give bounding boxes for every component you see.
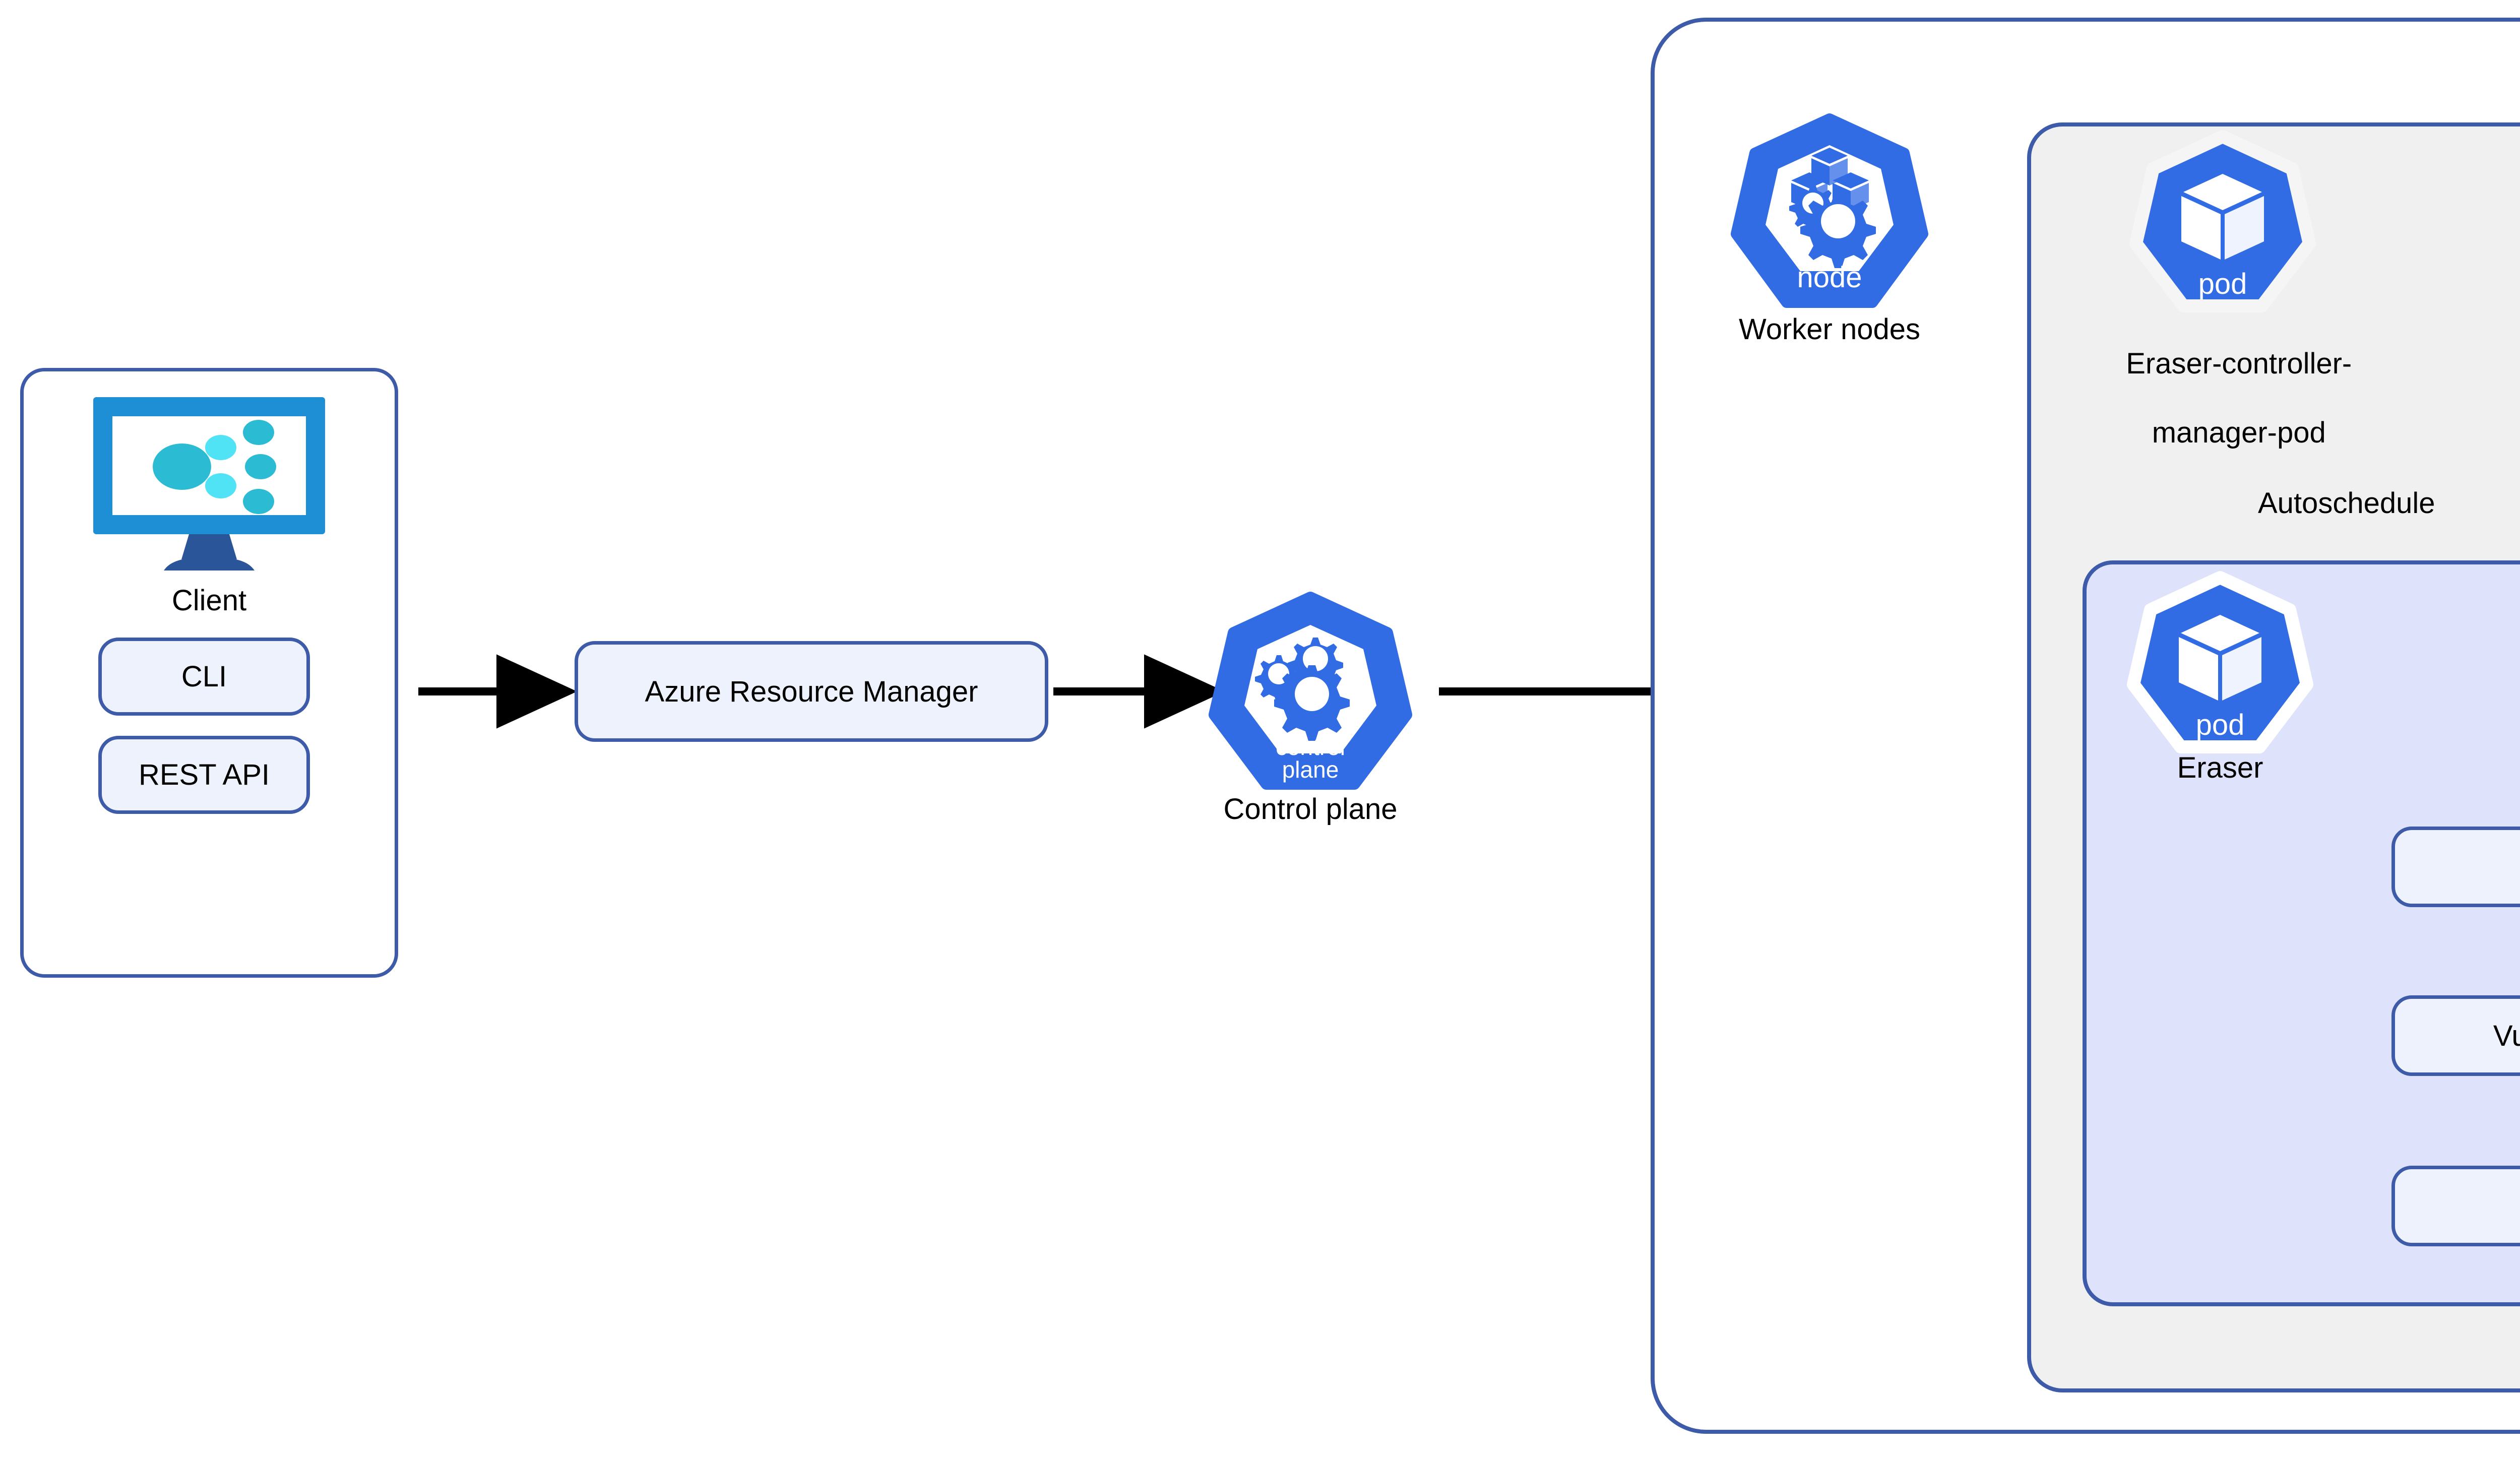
client-option-cli[interactable]: CLI <box>98 638 310 716</box>
pipeline-step-remover[interactable]: Remover <box>2391 1166 2520 1246</box>
azure-resource-manager-label: Azure Resource Manager <box>645 675 978 708</box>
pipeline-step-collector[interactable]: Collector <box>2391 827 2520 907</box>
svg-text:control: control <box>1276 734 1345 760</box>
client-option-cli-label: CLI <box>181 660 227 693</box>
azure-resource-manager-box[interactable]: Azure Resource Manager <box>575 641 1048 742</box>
svg-text:pod: pod <box>2196 709 2245 741</box>
svg-text:plane: plane <box>1282 756 1339 783</box>
pipeline-step-vulnerability-scanner-label: Vulnerability scanner <box>2493 1019 2520 1052</box>
svg-text:pod: pod <box>2198 268 2247 300</box>
svg-text:node: node <box>1797 261 1862 294</box>
monitor-icon <box>88 393 330 580</box>
client-option-rest-api[interactable]: REST API <box>98 736 310 814</box>
k8s-node-icon: node <box>1731 113 1928 310</box>
pipeline-step-vulnerability-scanner[interactable]: Vulnerability scanner <box>2391 995 2520 1076</box>
client-option-rest-api-label: REST API <box>138 758 270 791</box>
k8s-pod-icon-eraser: pod <box>2127 571 2313 753</box>
k8s-control-plane-icon: control plane <box>1209 592 1412 791</box>
k8s-pod-icon-controller: pod <box>2129 130 2316 312</box>
